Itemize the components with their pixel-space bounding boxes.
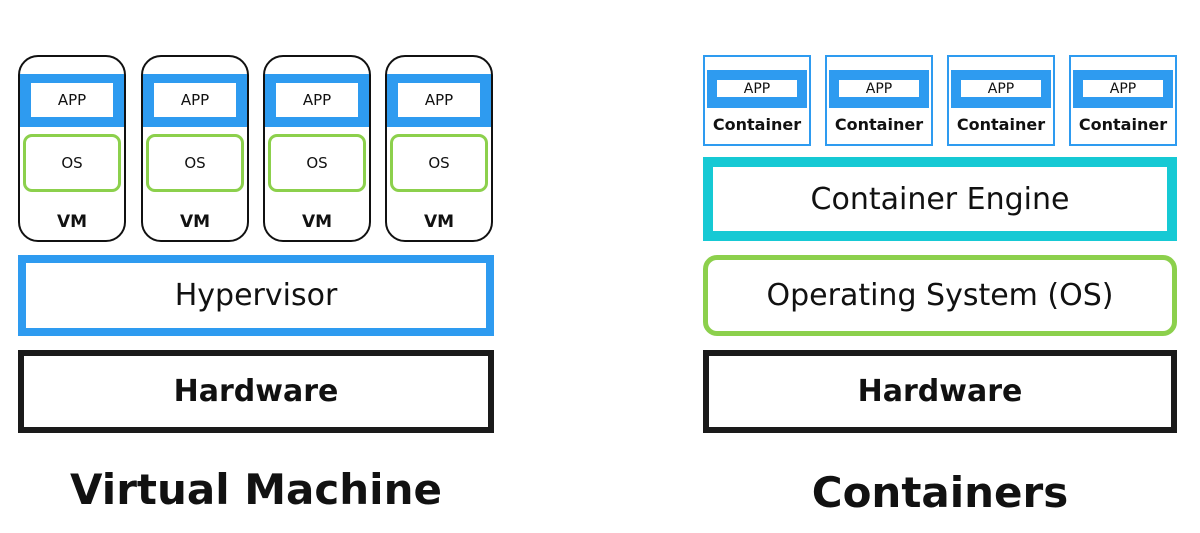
container-hardware-layer: Hardware [703, 350, 1177, 433]
app-band: APP [1073, 70, 1173, 108]
app-band: APP [829, 70, 929, 108]
vm-label: VM [423, 212, 455, 232]
vm-os: OS [268, 134, 366, 192]
container-box: APP Container [825, 55, 933, 146]
container-label: Container [712, 115, 802, 134]
vm-title: Virtual Machine [70, 465, 442, 514]
vm-label: VM [56, 212, 88, 232]
hypervisor-label: Hypervisor [174, 278, 338, 313]
vm-os: OS [23, 134, 121, 192]
os-label: Operating System (OS) [766, 278, 1114, 313]
app-band: APP [707, 70, 807, 108]
container-box: APP Container [703, 55, 811, 146]
vm-hardware-label: Hardware [173, 374, 339, 409]
app-band: APP [265, 74, 369, 127]
vm-box: APP OS VM [141, 55, 249, 242]
vm-app: APP [31, 83, 113, 117]
vm-app: APP [154, 83, 236, 117]
containers-title: Containers [811, 468, 1069, 517]
container-box: APP Container [947, 55, 1055, 146]
vm-os: OS [146, 134, 244, 192]
container-app: APP [1083, 80, 1163, 97]
app-band: APP [143, 74, 247, 127]
vm-hardware-layer: Hardware [18, 350, 494, 433]
app-band: APP [20, 74, 124, 127]
vm-label: VM [179, 212, 211, 232]
container-label: Container [834, 115, 924, 134]
vm-label: VM [301, 212, 333, 232]
vm-os: OS [390, 134, 488, 192]
container-app: APP [961, 80, 1041, 97]
vm-app: APP [398, 83, 480, 117]
vm-box: APP OS VM [263, 55, 371, 242]
hypervisor-layer: Hypervisor [18, 255, 494, 336]
container-hardware-label: Hardware [857, 374, 1023, 409]
container-label: Container [1078, 115, 1168, 134]
vm-app: APP [276, 83, 358, 117]
app-band: APP [387, 74, 491, 127]
app-band: APP [951, 70, 1051, 108]
container-engine-layer: Container Engine [703, 157, 1177, 241]
container-app: APP [717, 80, 797, 97]
container-box: APP Container [1069, 55, 1177, 146]
container-engine-label: Container Engine [810, 181, 1070, 217]
vm-box: APP OS VM [18, 55, 126, 242]
container-app: APP [839, 80, 919, 97]
os-layer: Operating System (OS) [703, 255, 1177, 336]
vm-box: APP OS VM [385, 55, 493, 242]
container-label: Container [956, 115, 1046, 134]
